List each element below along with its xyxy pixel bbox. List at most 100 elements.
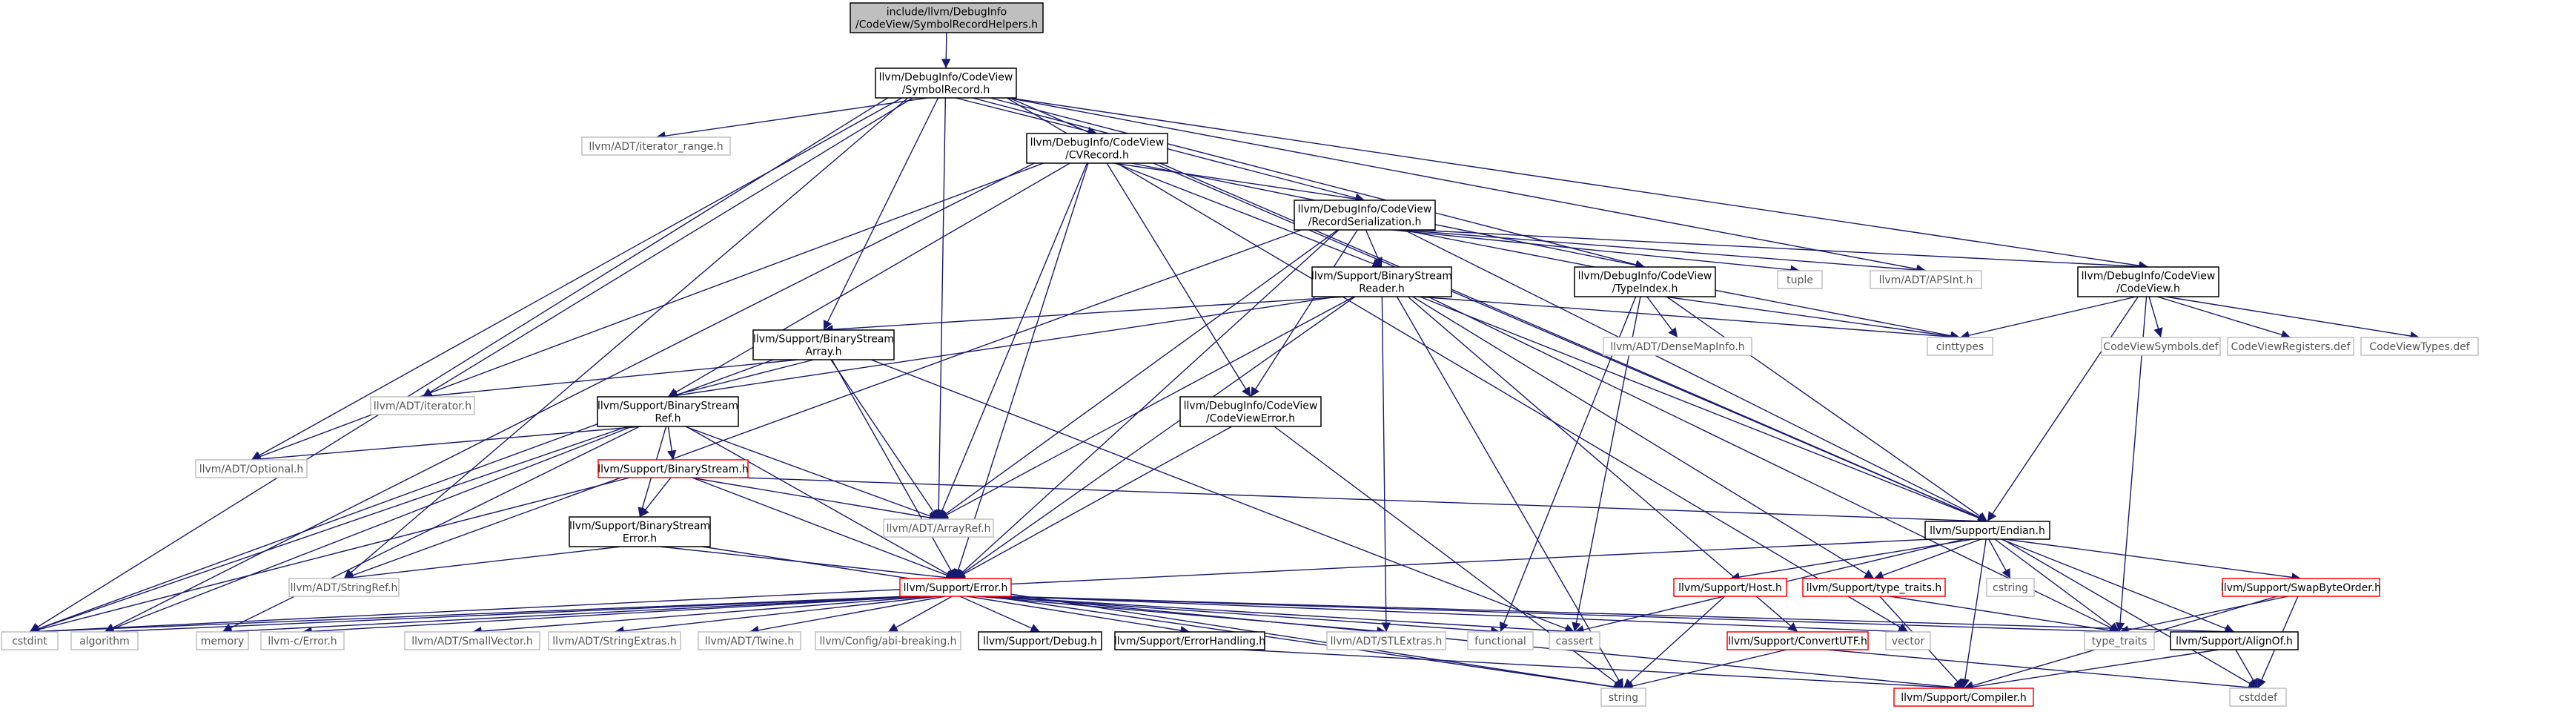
node-binarystream[interactable]: llvm/Support/BinaryStream.h [597,459,749,478]
node-smallvector[interactable]: llvm/ADT/SmallVector.h [404,631,540,650]
node-stlextras[interactable]: llvm/ADT/STLExtras.h [1326,631,1446,650]
node-label-codeview-0: llvm/DebugInfo/CodeView [2082,271,2216,283]
node-adtiterator[interactable]: llvm/ADT/iterator.h [370,396,475,415]
node-label-stringextras-0: llvm/ADT/StringExtras.h [552,636,676,647]
node-box-compiler [1893,688,2034,707]
node-cassert[interactable]: cassert [1549,631,1600,650]
node-host[interactable]: llvm/Support/Host.h [1673,578,1787,597]
node-cstddef[interactable]: cstddef [2229,688,2287,707]
edge-convertutf-to-string [1623,649,1787,691]
edge-cvrecord-to-algorithm [104,162,1035,633]
node-string[interactable]: string [1600,688,1646,707]
node-cstdint[interactable]: cstdint [1,631,59,650]
node-errhandling[interactable]: llvm/Support/ErrorHandling.h [1114,631,1265,650]
node-cvtypesdef[interactable]: CodeViewTypes.def [2360,337,2479,356]
node-box-typeindex [1574,266,1716,297]
node-optional[interactable]: llvm/ADT/Optional.h [195,459,308,478]
edge-error-to-abibreaking [887,596,953,633]
node-box-arrayref [883,518,994,538]
node-label-stlextras-0: llvm/ADT/STLExtras.h [1331,636,1443,647]
node-abibreaking[interactable]: llvm/Config/abi-breaking.h [815,631,961,650]
node-endian[interactable]: llvm/Support/Endian.h [1924,521,2050,540]
node-error[interactable]: llvm/Support/Error.h [899,578,1012,597]
edge-typeindex-to-densemapinfo [1646,296,1678,338]
node-box-cstring [1986,578,2035,597]
edge-error-to-string [988,596,1624,692]
node-llvmcerror[interactable]: llvm-c/Error.h [260,631,345,650]
node-twine[interactable]: llvm/ADT/Twine.h [698,631,801,650]
node-box-string [1600,688,1646,707]
node-label-vector-0: vector [1892,636,1925,647]
node-box-apsint [1870,270,1982,289]
node-label-typetraitsh-0: llvm/Support/type_traits.h [1807,582,1942,594]
node-label-cvrecord-1: /CVRecord.h [1065,150,1129,162]
node-label-stringref-0: llvm/ADT/StringRef.h [291,582,398,594]
node-compiler[interactable]: llvm/Support/Compiler.h [1893,688,2034,707]
node-label-algorithm-0: algorithm [79,636,130,647]
edge-binarystream-to-endian [740,477,1988,526]
node-cvregdef[interactable]: CodeViewRegisters.def [2227,337,2354,356]
node-memory[interactable]: memory [196,631,249,650]
node-box-root [850,2,1044,33]
node-typetraits[interactable]: type_traits [2084,631,2155,650]
edge-recser-to-endian [1403,229,1988,522]
node-cvsymdef[interactable]: CodeViewSymbols.def [2101,337,2221,356]
node-iterrange[interactable]: llvm/ADT/iterator_range.h [581,136,731,156]
edge-codeview-to-cvregdef [2156,296,2291,340]
node-arrayref[interactable]: llvm/ADT/ArrayRef.h [883,518,994,538]
node-typetraitsh[interactable]: llvm/Support/type_traits.h [1802,578,1946,597]
node-symrec[interactable]: llvm/DebugInfo/CodeView/SymbolRecord.h [875,67,1017,99]
node-swapbyte[interactable]: llvm/Support/SwapByteOrder.h [2221,578,2381,597]
node-debugh[interactable]: llvm/Support/Debug.h [978,631,1102,650]
edge-symrec-to-cvrecord [955,97,1098,136]
edge-symrec-to-vector [1006,97,1909,633]
node-alignof[interactable]: llvm/Support/AlignOf.h [2170,631,2299,650]
edge-symrec-to-stringref [343,97,909,579]
node-label-binarystream-0: llvm/Support/BinaryStream.h [597,464,748,475]
node-label-host-0: llvm/Support/Host.h [1678,582,1782,594]
node-cverror[interactable]: llvm/DebugInfo/CodeView/CodeViewError.h [1179,396,1322,427]
edge-typeindex-to-endian [1666,296,1988,522]
node-label-typeindex-0: llvm/DebugInfo/CodeView [1578,271,1712,283]
node-tuple[interactable]: tuple [1777,270,1823,289]
node-label-cvtypesdef-0: CodeViewTypes.def [2369,341,2470,353]
node-label-root-0: include/llvm/DebugInfo [887,7,1007,19]
node-label-cvsymdef-0: CodeViewSymbols.def [2103,341,2219,353]
node-functional[interactable]: functional [1467,631,1534,650]
edge-codeview-to-cvtypesdef [2165,296,2420,341]
node-densemapinfo[interactable]: llvm/ADT/DenseMapInfo.h [1603,337,1752,356]
node-typeindex[interactable]: llvm/DebugInfo/CodeView/TypeIndex.h [1574,266,1716,297]
edge-error-to-vector [1003,596,1909,636]
node-box-memory [196,631,249,650]
node-label-cinttypes-0: cinttypes [1936,341,1984,353]
edge-cverror-to-error [955,426,1233,579]
node-cinttypes[interactable]: cinttypes [1927,337,1993,356]
node-algorithm[interactable]: algorithm [70,631,139,650]
edge-recser-to-cverror [1250,229,1358,398]
node-vector[interactable]: vector [1885,631,1931,650]
node-label-twine-0: llvm/ADT/Twine.h [705,636,794,647]
node-box-smallvector [404,631,540,650]
node-box-recser [1294,200,1436,231]
node-label-root-1: /CodeView/SymbolRecordHelpers.h [855,19,1038,31]
node-stringref[interactable]: llvm/ADT/StringRef.h [288,578,400,597]
edge-bsref-to-optional [251,426,642,464]
node-cstring[interactable]: cstring [1986,578,2035,597]
edge-symrec-to-iterrange [655,97,928,141]
node-convertutf[interactable]: llvm/Support/ConvertUTF.h [1726,631,1869,650]
node-apsint[interactable]: llvm/ADT/APSInt.h [1870,270,1982,289]
node-stringextras[interactable]: llvm/ADT/StringExtras.h [548,631,681,650]
edge-bsarray-to-adtiterator [422,359,798,401]
node-label-bsarray-1: Array.h [805,346,841,358]
node-recser[interactable]: llvm/DebugInfo/CodeView/RecordSerializat… [1294,200,1436,231]
edge-alignof-to-cstddef [2235,649,2259,689]
node-cvrecord[interactable]: llvm/DebugInfo/CodeView/CVRecord.h [1026,133,1168,164]
node-codeview[interactable]: llvm/DebugInfo/CodeView/CodeView.h [2077,266,2219,297]
node-box-adtiterator [370,396,475,415]
node-box-cvregdef [2227,337,2354,356]
